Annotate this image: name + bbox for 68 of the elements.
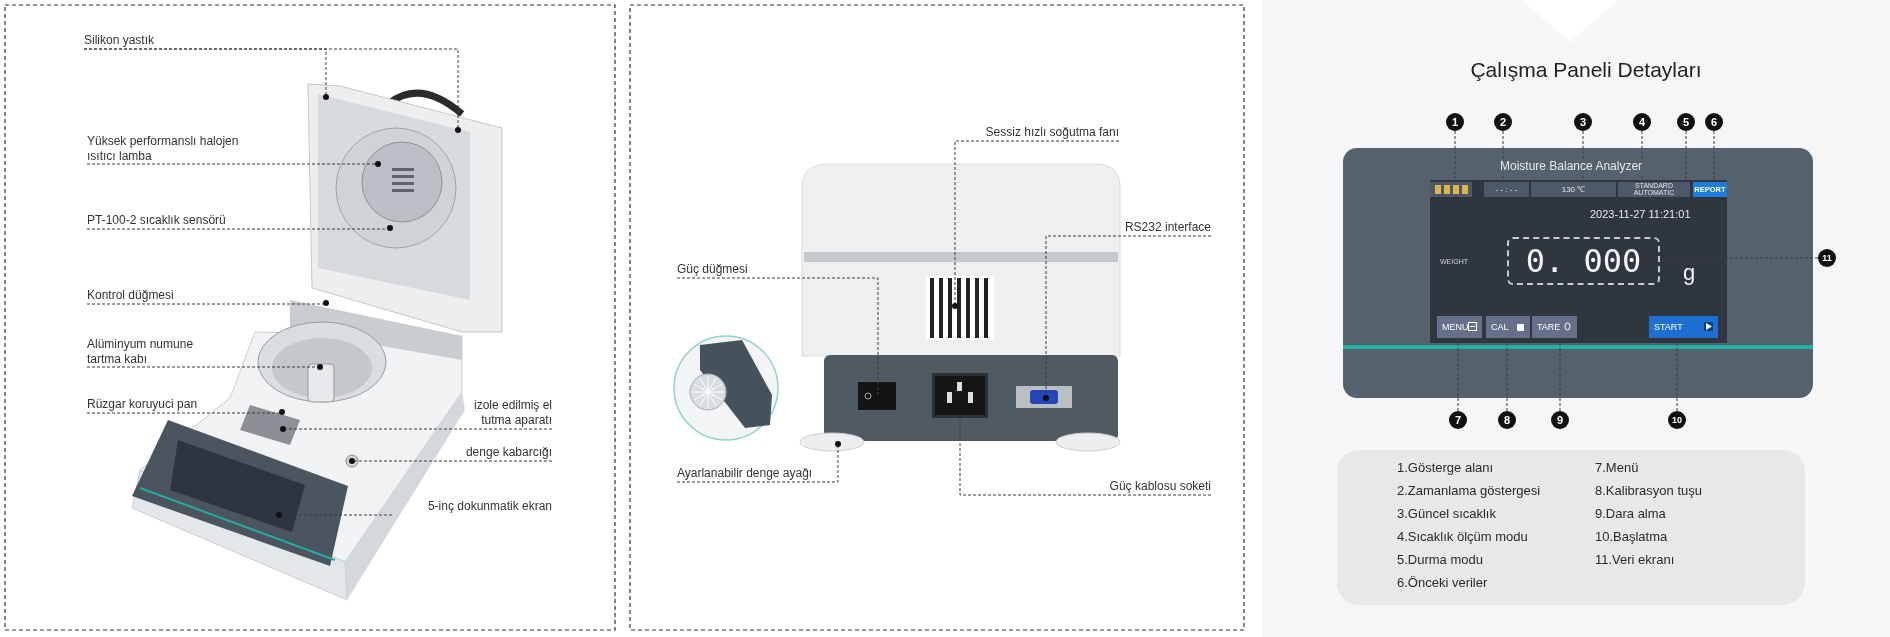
power-socket <box>932 373 988 418</box>
date-time-text: 2023-11-27 11:21:01 <box>1590 208 1691 220</box>
temperature-display: 130 ℃ <box>1531 182 1616 197</box>
legend-item: 10.Başlatma <box>1595 529 1669 546</box>
legend-item: 4.Sıcaklık ölçüm modu <box>1397 529 1529 546</box>
legend-item: 1.Gösterge alanı <box>1397 460 1495 477</box>
legend-item: 6.Önceki veriler <box>1397 575 1489 592</box>
callout-label: PT-100-2 sıcaklık sensörü <box>87 213 262 229</box>
anchor-dot <box>375 161 381 167</box>
callout-label: Yüksek performanslı halojen ısıtıcı lamba <box>87 134 267 164</box>
weight-display: 0. 000 <box>1507 237 1660 285</box>
diagram-title: Çalışma Paneli Detayları <box>1469 58 1703 82</box>
leader-line <box>676 277 879 396</box>
legend-item: 3.Güncel sıcaklık <box>1397 506 1497 523</box>
leader-line <box>86 366 318 368</box>
legend-item: 8.Kalibrasyon tuşu <box>1595 483 1703 500</box>
mode-indicator <box>1618 182 1690 197</box>
anchor-dot <box>952 303 958 309</box>
legend-item: 5.Durma modu <box>1397 552 1484 569</box>
anchor-dot <box>280 426 286 432</box>
callout-label: Güç kablosu soketi <box>1061 479 1211 495</box>
leader-line <box>86 412 280 414</box>
screen-title: Moisture Balance Analyzer <box>1497 159 1646 173</box>
leader-line <box>1045 235 1212 396</box>
leader-line <box>86 228 388 230</box>
anchor-dot <box>455 127 461 133</box>
leader-line <box>959 417 1212 496</box>
calibration-button: CAL <box>1486 316 1530 338</box>
callout-label: 5-inç dokunmatik ekran <box>392 499 552 515</box>
leader-line <box>83 48 459 128</box>
legend-item: 7.Menü <box>1595 460 1640 477</box>
anchor-dot <box>317 364 323 370</box>
callout-label: denge kabarcığı <box>442 445 552 461</box>
leader-line <box>86 303 324 305</box>
callout-label: Rüzgar koruyuci pan <box>87 397 227 413</box>
anchor-dot <box>349 458 355 464</box>
anchor-dot <box>276 512 282 518</box>
tare-button: TARE <box>1532 316 1577 338</box>
battery-indicator <box>1430 182 1472 197</box>
anchor-dot <box>279 409 285 415</box>
menu-button: MENU <box>1437 316 1482 338</box>
leader-line <box>281 514 393 516</box>
callout-label: Kontrol düğmesi <box>87 288 207 304</box>
callout-label: Silikon yastık <box>84 33 204 49</box>
callout-label: RS232 interface <box>1081 220 1211 236</box>
legend-item: 2.Zamanlama göstergesi <box>1397 483 1542 500</box>
legend-item: 9.Dara alma <box>1595 506 1667 523</box>
anchor-dot <box>323 300 329 306</box>
unit-text: g <box>1683 262 1696 284</box>
start-button: START <box>1649 316 1718 338</box>
timer-display: - - : - - <box>1484 182 1529 197</box>
control-panel <box>1343 148 1813 398</box>
callout-label: Güç düğmesi <box>677 262 787 278</box>
callout-label: izole edilmiş el tutma aparatı <box>452 398 552 429</box>
leader-line <box>354 460 553 462</box>
leader-line <box>285 428 553 430</box>
leader-line <box>954 140 1120 304</box>
touch-screen <box>1430 180 1727 343</box>
leader-line <box>86 163 376 165</box>
anchor-dot <box>835 441 841 447</box>
leader-line <box>676 446 839 483</box>
anchor-dot <box>323 94 329 100</box>
callout-label: Alüminyum numune tartma kabı <box>87 337 199 367</box>
legend-item: 11.Veri ekranı <box>1595 552 1676 569</box>
anchor-dot <box>1043 395 1049 401</box>
callout-label: Sessiz hızlı soğutma fanı <box>944 125 1119 141</box>
anchor-dot <box>387 225 393 231</box>
callout-label: Ayarlanabilir denge ayağı <box>677 466 852 482</box>
